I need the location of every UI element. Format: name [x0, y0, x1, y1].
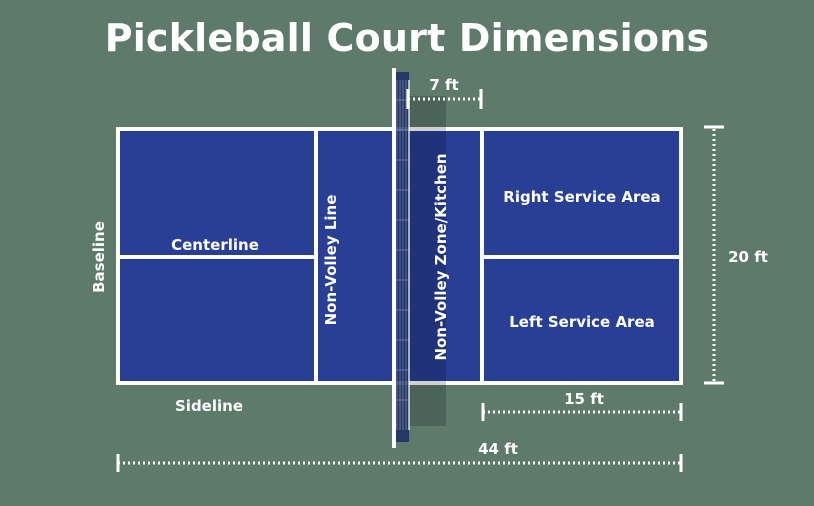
width-label: 20 ft [728, 248, 768, 266]
kitchen-depth-label: 7 ft [429, 76, 458, 94]
service-depth-label: 15 ft [564, 390, 604, 408]
centerline-label: Centerline [171, 236, 259, 254]
baseline-label: Baseline [90, 221, 108, 293]
length-label: 44 ft [478, 440, 518, 458]
diagram-title: Pickleball Court Dimensions [104, 16, 710, 60]
dimension-markers [116, 89, 724, 472]
kitchen-label: Non-Volley Zone/Kitchen [432, 153, 450, 360]
non-volley-line-label: Non-Volley Line [322, 195, 340, 326]
left-service-area-label: Left Service Area [509, 313, 655, 331]
net [392, 68, 410, 448]
right-service-area-label: Right Service Area [503, 188, 660, 206]
sideline-label: Sideline [175, 397, 243, 415]
